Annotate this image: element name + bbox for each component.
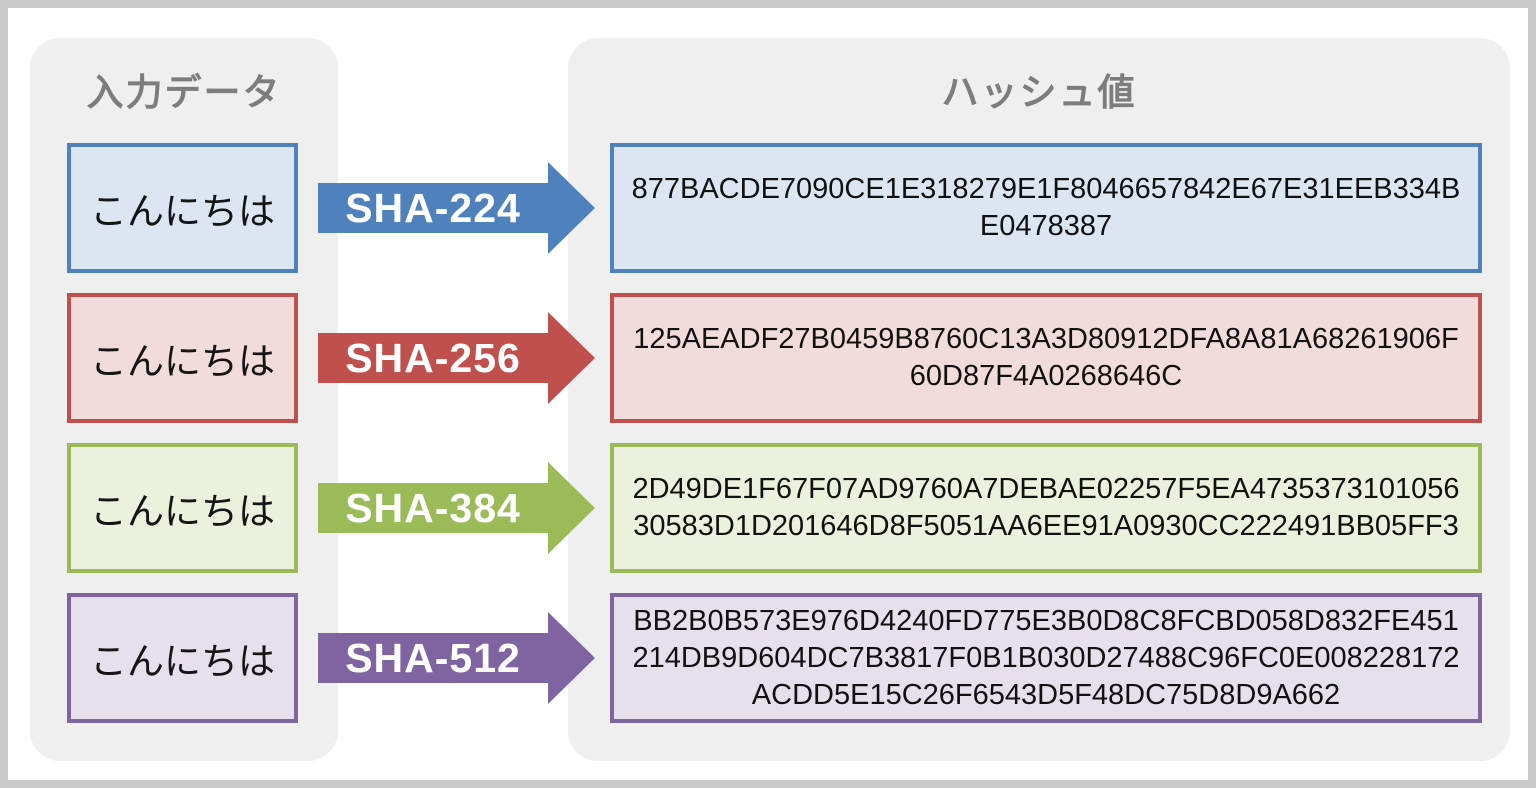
input-data-box: こんにちは <box>67 293 298 423</box>
hash-row-sha-256: こんにちは SHA-256 125AEADF27B0459B8760C13A3D… <box>0 293 1536 423</box>
algorithm-label: SHA-384 <box>345 484 521 531</box>
algorithm-label: SHA-224 <box>345 184 521 231</box>
sha-224-arrow-icon: SHA-224 <box>318 162 595 254</box>
algorithm-label: SHA-256 <box>345 334 521 381</box>
input-data-box: こんにちは <box>67 593 298 723</box>
sha-256-arrow-icon: SHA-256 <box>318 312 595 404</box>
arrowhead-icon <box>548 162 595 254</box>
input-data-text: こんにちは <box>90 341 275 382</box>
input-data-box: こんにちは <box>67 443 298 573</box>
input-data-text: こんにちは <box>90 491 275 532</box>
algorithm-label: SHA-512 <box>345 634 521 681</box>
hash-value-text: 2D49DE1F67F07AD9760A7DEBAE02257F5EA47353… <box>632 473 1460 542</box>
hash-value-box: 877BACDE7090CE1E318279E1F8046657842E67E3… <box>610 143 1482 273</box>
arrowhead-icon <box>548 462 595 554</box>
arrowhead-icon <box>548 612 595 704</box>
hash-row-sha-224: こんにちは SHA-224 877BACDE7090CE1E318279E1F8… <box>0 143 1536 273</box>
hash-value-box: 125AEADF27B0459B8760C13A3D80912DFA8A81A6… <box>610 293 1482 423</box>
hash-value-box: BB2B0B573E976D4240FD775E3B0D8C8FCBD058D8… <box>610 593 1482 723</box>
hash-value-text: 877BACDE7090CE1E318279E1F8046657842E67E3… <box>631 173 1461 242</box>
hash-value-text: BB2B0B573E976D4240FD775E3B0D8C8FCBD058D8… <box>632 604 1460 711</box>
sha-512-arrow-icon: SHA-512 <box>318 612 595 704</box>
hash-row-sha-384: こんにちは SHA-384 2D49DE1F67F07AD9760A7DEBAE… <box>0 443 1536 573</box>
input-data-header: 入力データ <box>86 72 282 113</box>
input-data-text: こんにちは <box>90 641 275 682</box>
input-data-text: こんにちは <box>90 191 275 232</box>
hash-row-sha-512: こんにちは SHA-512 BB2B0B573E976D4240FD775E3B… <box>0 593 1536 723</box>
sha-384-arrow-icon: SHA-384 <box>318 462 595 554</box>
hash-value-header: ハッシュ値 <box>941 72 1137 113</box>
hash-value-text: 125AEADF27B0459B8760C13A3D80912DFA8A81A6… <box>633 323 1459 392</box>
input-data-box: こんにちは <box>67 143 298 273</box>
hash-value-box: 2D49DE1F67F07AD9760A7DEBAE02257F5EA47353… <box>610 443 1482 573</box>
arrowhead-icon <box>548 312 595 404</box>
